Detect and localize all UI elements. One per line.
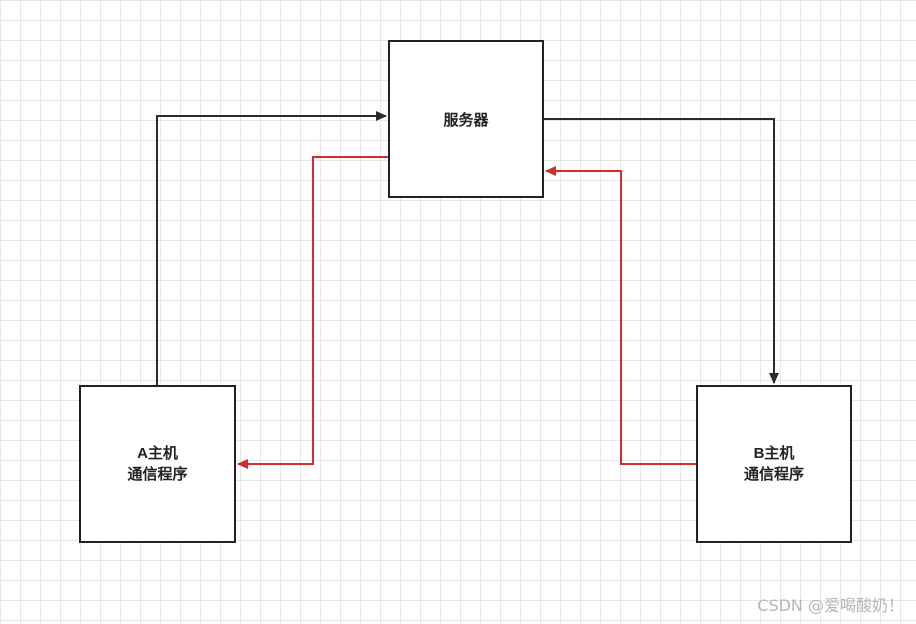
host-b-title: B主机 — [753, 445, 795, 462]
arrow-server-to-a — [237, 156, 388, 469]
arrow-b-to-server — [545, 166, 696, 465]
host-b-subtitle: 通信程序 — [743, 466, 804, 483]
arrow-a-to-server — [156, 111, 387, 385]
host-b-node: B主机 通信程序 — [696, 385, 852, 543]
host-a-subtitle: 通信程序 — [127, 466, 188, 483]
server-node: 服务器 — [388, 40, 544, 198]
host-a-node: A主机 通信程序 — [79, 385, 236, 543]
host-a-title: A主机 — [137, 445, 178, 462]
arrow-server-to-b — [544, 118, 779, 384]
watermark-text: CSDN @爱喝酸奶！ — [757, 596, 904, 615]
server-label: 服务器 — [443, 112, 489, 129]
